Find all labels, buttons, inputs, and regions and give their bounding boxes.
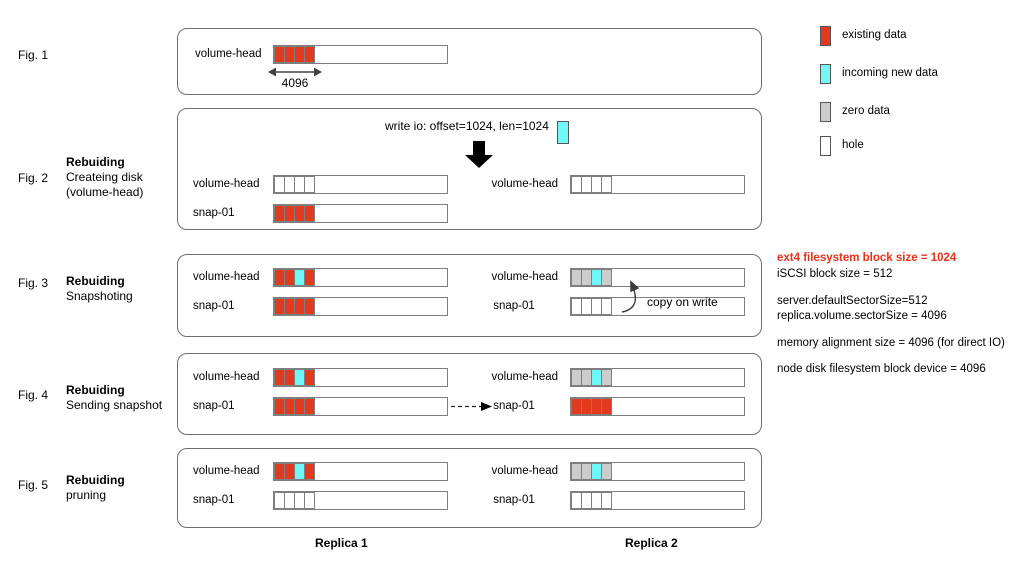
fig4-caption-title: Rebuiding <box>66 383 125 397</box>
fig2-caption: Rebuiding Createing disk (volume-head) <box>66 155 188 200</box>
fig1-volume-head-label: volume-head <box>195 48 262 60</box>
fig5-right-volume-head-bar <box>570 462 745 481</box>
down-arrow-head-icon <box>465 155 493 168</box>
fig5-right-snap01-bar <box>570 491 745 510</box>
legend-incoming-swatch <box>820 64 831 84</box>
hole-data-cell <box>601 492 612 509</box>
legend-hole-label: hole <box>842 139 864 151</box>
fig1-label: Fig. 1 <box>18 48 49 62</box>
note-iscsi-block-size: iSCSI block size = 512 <box>777 268 893 280</box>
fig4-right-volume-head-label: volume-head <box>491 371 558 383</box>
note-ext4-block-size: ext4 filesystem block size = 1024 <box>777 252 957 264</box>
hole-data-cell <box>601 176 612 193</box>
fig4-caption: Rebuiding Sending snapshot <box>66 383 188 413</box>
existing-data-cell <box>304 463 315 480</box>
note-memory-alignment: memory alignment size = 4096 (for direct… <box>777 337 1005 349</box>
incoming-data-block <box>557 121 570 144</box>
fig4-right-snap01-bar <box>570 397 745 416</box>
fig5-caption-line2: pruning <box>66 488 107 502</box>
fig5-caption-title: Rebuiding <box>66 473 125 487</box>
zero-data-cell <box>601 369 612 386</box>
fig3-right-snap01-label: snap-01 <box>493 300 535 312</box>
zero-data-cell <box>601 463 612 480</box>
existing-data-cell <box>304 205 315 222</box>
fig1-block-size-label: 4096 <box>281 76 309 90</box>
fig3-label: Fig. 3 <box>18 276 49 290</box>
fig3-left-volume-head-label: volume-head <box>193 271 260 283</box>
existing-data-cell <box>304 46 315 63</box>
note-replica-sector-size: replica.volume.sectorSize = 4096 <box>777 310 947 322</box>
legend-incoming-label: incoming new data <box>842 67 938 79</box>
legend-existing-swatch <box>820 26 831 46</box>
fig4-left-volume-head-label: volume-head <box>193 371 260 383</box>
legend-zero-swatch <box>820 102 831 122</box>
legend-zero-label: zero data <box>842 105 890 117</box>
fig2-left-snap01-label: snap-01 <box>193 207 235 219</box>
fig3-right-snap01-bar <box>570 297 745 316</box>
fig3-left-volume-head-bar <box>273 268 448 287</box>
hole-data-cell <box>601 298 612 315</box>
zero-data-cell <box>601 269 612 286</box>
fig3-right-volume-head-bar <box>570 268 745 287</box>
copy-on-write-label: copy on write <box>647 295 718 309</box>
fig2-label: Fig. 2 <box>18 171 49 185</box>
fig2-right-volume-head-label: volume-head <box>491 178 558 190</box>
existing-data-cell <box>304 369 315 386</box>
note-server-sector-size: server.defaultSectorSize=512 <box>777 295 928 307</box>
fig3-left-snap01-label: snap-01 <box>193 300 235 312</box>
fig2-caption-title: Rebuiding <box>66 155 125 169</box>
incoming-data-cell <box>557 121 569 144</box>
fig4-left-snap01-bar <box>273 397 448 416</box>
fig2-right-volume-head-bar <box>570 175 745 194</box>
fig3-caption-line2: Snapshoting <box>66 289 133 303</box>
fig2-caption-line2: Createing disk <box>66 170 143 184</box>
fig5-left-snap01-bar <box>273 491 448 510</box>
hole-data-cell <box>304 176 315 193</box>
fig5-caption: Rebuiding pruning <box>66 473 188 503</box>
replica1-label: Replica 1 <box>315 536 368 550</box>
fig3-caption: Rebuiding Snapshoting <box>66 274 188 304</box>
fig1-volume-head-bar <box>273 45 448 64</box>
fig4-right-volume-head-bar <box>570 368 745 387</box>
fig2-left-volume-head-label: volume-head <box>193 178 260 190</box>
fig5-left-volume-head-bar <box>273 462 448 481</box>
legend-existing-label: existing data <box>842 29 907 41</box>
down-arrow-icon <box>473 141 485 156</box>
existing-data-cell <box>304 269 315 286</box>
fig3-left-snap01-bar <box>273 297 448 316</box>
fig5-label: Fig. 5 <box>18 478 49 492</box>
write-io-label: write io: offset=1024, len=1024 <box>385 119 549 133</box>
fig5-right-volume-head-label: volume-head <box>491 465 558 477</box>
note-node-disk-fs: node disk filesystem block device = 4096 <box>777 363 986 375</box>
existing-data-cell <box>601 398 612 415</box>
fig3-caption-title: Rebuiding <box>66 274 125 288</box>
legend-hole-swatch <box>820 136 831 156</box>
send-snapshot-dashed-arrow-icon <box>451 402 492 411</box>
fig4-label: Fig. 4 <box>18 388 49 402</box>
fig5-left-volume-head-label: volume-head <box>193 465 260 477</box>
fig2-caption-line3: (volume-head) <box>66 185 144 199</box>
fig4-right-snap01-label: snap-01 <box>493 400 535 412</box>
fig4-caption-line2: Sending snapshot <box>66 398 163 412</box>
fig3-right-volume-head-label: volume-head <box>491 271 558 283</box>
fig4-left-volume-head-bar <box>273 368 448 387</box>
fig5-box <box>177 448 762 528</box>
fig5-left-snap01-label: snap-01 <box>193 494 235 506</box>
hole-data-cell <box>304 492 315 509</box>
fig2-left-volume-head-bar <box>273 175 448 194</box>
fig4-left-snap01-label: snap-01 <box>193 400 235 412</box>
existing-data-cell <box>304 298 315 315</box>
fig3-box <box>177 254 762 337</box>
copy-on-write-arrow-icon <box>621 280 640 313</box>
fig2-left-snap01-bar <box>273 204 448 223</box>
width-arrow-icon <box>268 67 322 77</box>
existing-data-cell <box>304 398 315 415</box>
fig5-right-snap01-label: snap-01 <box>493 494 535 506</box>
fig4-box <box>177 353 762 435</box>
replica2-label: Replica 2 <box>625 536 678 550</box>
